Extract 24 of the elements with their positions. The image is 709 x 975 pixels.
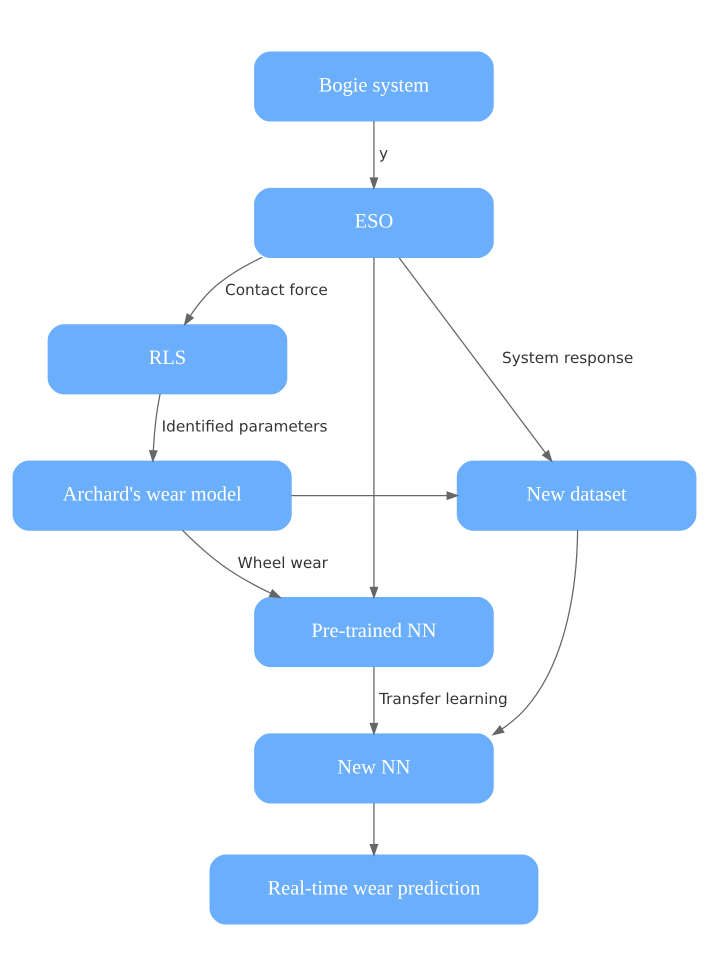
edge-label: Transfer learning [379,690,508,708]
node-box: New dataset [456,460,696,530]
edge-label: System response [502,348,634,367]
node-box: Pre-trained NN [254,596,494,667]
arrow [291,490,460,500]
node-box: ESO [254,187,494,258]
arrow [398,256,553,462]
edge-label: Wheel wear [238,553,328,572]
node-box: Real-time wear prediction [210,854,538,924]
edge-label: y [378,144,388,162]
node-box: RLS [48,324,288,394]
arrow [369,666,378,736]
edge-label: Contact force [225,280,328,299]
node-box: Archard's wear model [12,460,292,530]
arrow [369,802,378,856]
arrow [148,393,161,462]
arrow [182,529,282,598]
arrow [369,120,378,190]
arrow [492,530,578,736]
arrow [369,256,378,600]
node-box: New NN [254,732,494,803]
node-box: Bogie system [254,50,494,122]
arrow [184,256,262,326]
edge-label: Identified parameters [162,416,328,435]
